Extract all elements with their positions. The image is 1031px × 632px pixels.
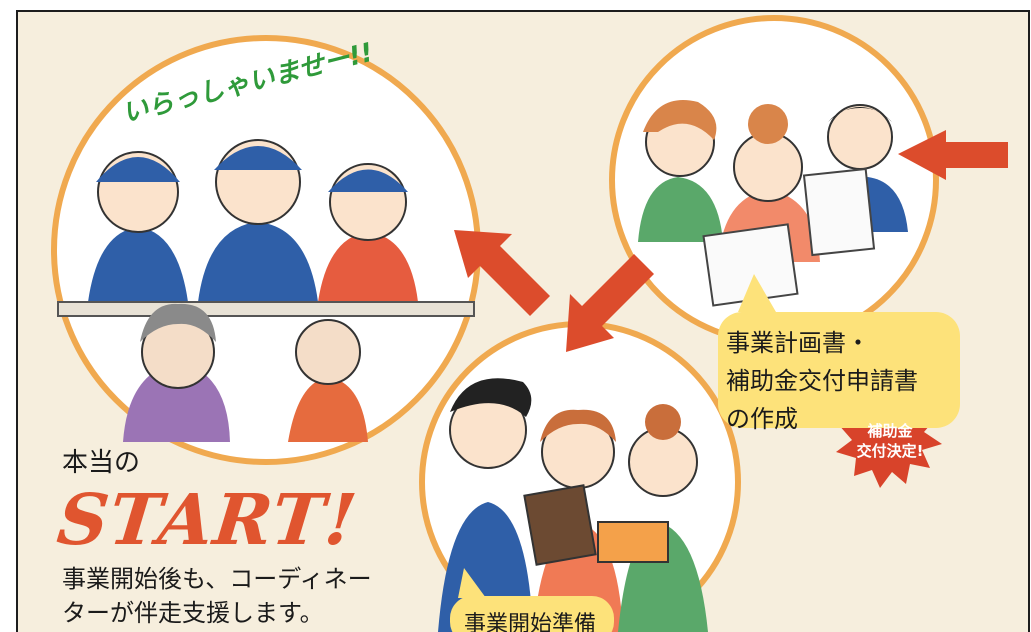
prep-bubble-text: 事業開始準備 xyxy=(464,612,597,632)
plan-writing-scene xyxy=(609,15,939,345)
speech-bubble-icon xyxy=(458,274,776,598)
shop-staff-figures xyxy=(88,139,418,302)
support-message: 事業開始後も、コーディネー ターが伴走支援します。 xyxy=(62,565,372,627)
start-headline: START! xyxy=(53,478,362,561)
customer-figures xyxy=(123,303,368,442)
illustration-art xyxy=(51,15,1008,632)
start-prefix-text: 本当の xyxy=(62,448,141,478)
prep-speech-bubble xyxy=(450,596,614,632)
shop-opening-scene xyxy=(51,35,481,465)
approval-burst-text: 補助金 交付決定! xyxy=(856,422,924,460)
business-prep-scene xyxy=(419,321,741,632)
illustration-frame: いらっしゃいませー!! 事業計画書・ 補助金交付申請書 の作成 補助金 交付決定… xyxy=(16,10,1030,632)
plan-bubble-text: 事業計画書・ 補助金交付申請書 の作成 xyxy=(726,329,918,433)
plan-speech-bubble xyxy=(718,312,960,428)
arrow-icon xyxy=(454,130,1008,352)
